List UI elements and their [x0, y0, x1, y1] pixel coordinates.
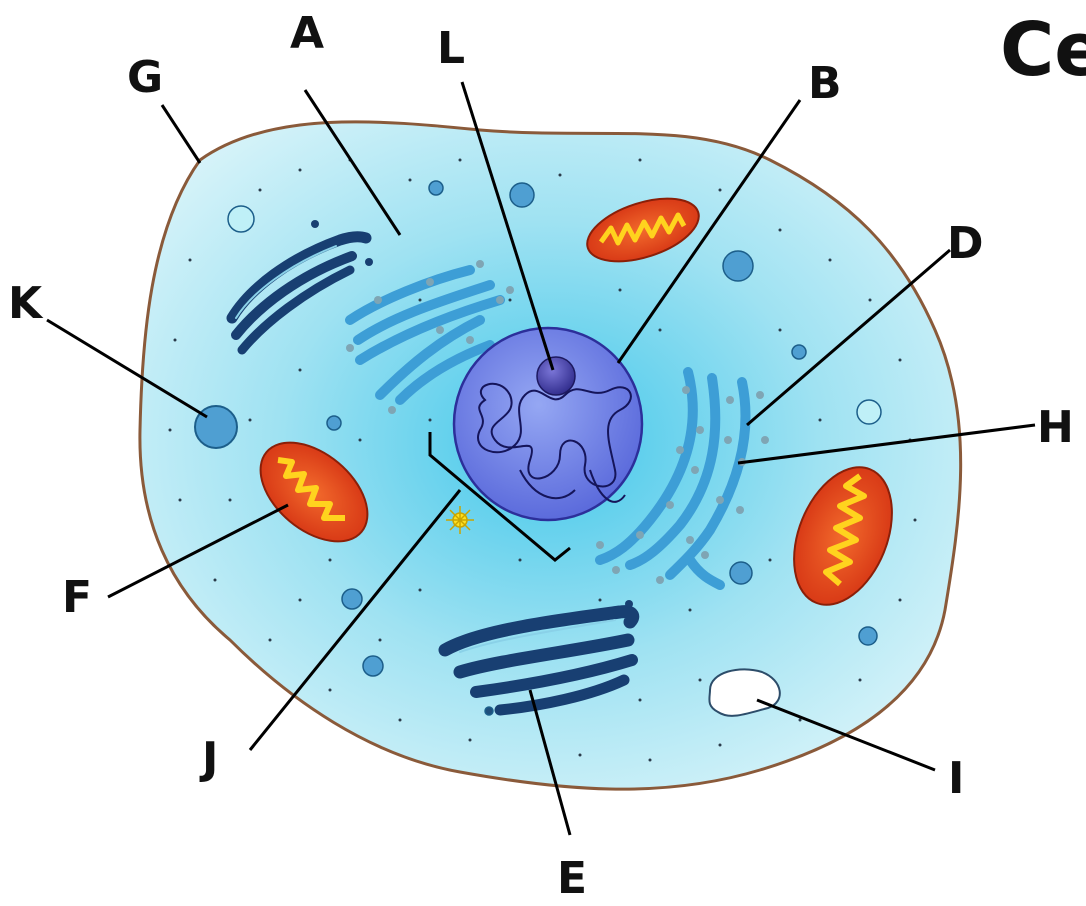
label-g: G [127, 52, 163, 103]
label-i: I [948, 753, 964, 804]
label-d: D [947, 218, 984, 269]
label-e: E [557, 853, 587, 901]
label-b: B [808, 58, 842, 109]
label-j: J [199, 733, 218, 784]
label-k: K [8, 278, 44, 329]
centrosome [446, 506, 474, 534]
label-h: H [1037, 402, 1074, 453]
page-title: Ce [1000, 0, 1086, 100]
label-l: L [437, 23, 465, 74]
nucleolus [537, 357, 575, 395]
label-f: F [62, 572, 92, 623]
label-a: A [290, 8, 324, 59]
